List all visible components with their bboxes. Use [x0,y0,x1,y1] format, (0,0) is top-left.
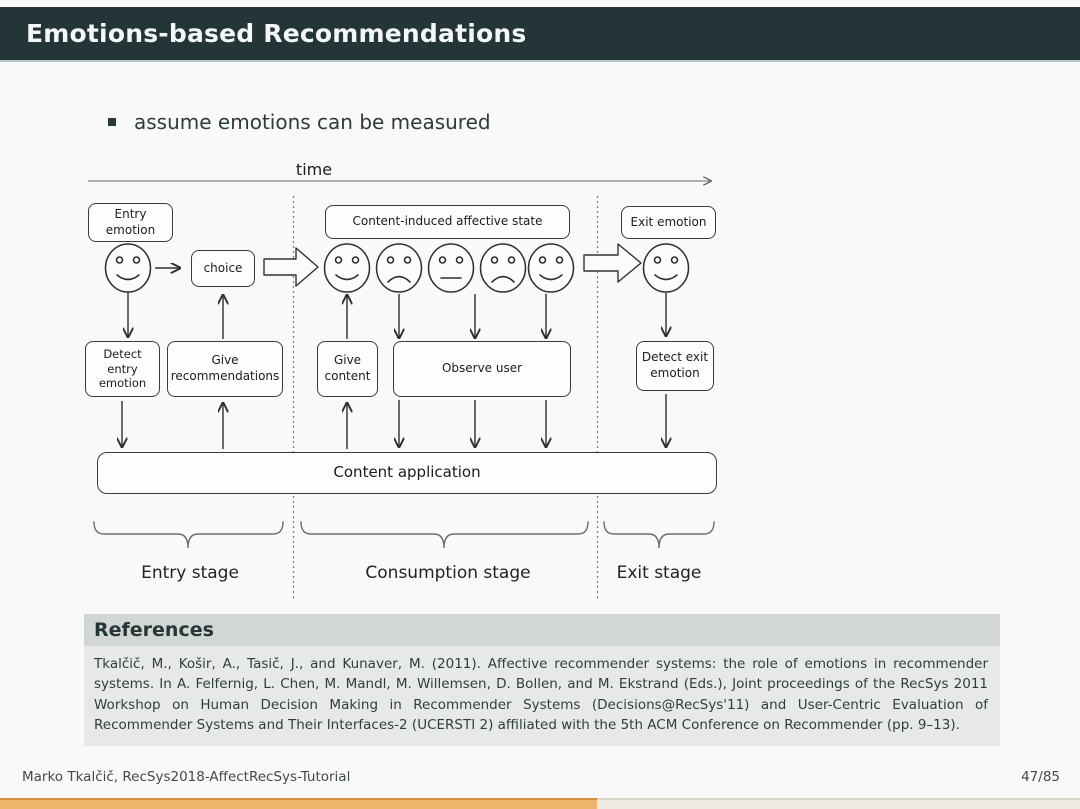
affective-state-face-5 [527,243,575,293]
references-block: References Tkalčič, M., Košir, A., Tasič… [84,614,1000,746]
affective-state-face-1 [323,243,371,293]
exit-emotion-box: Exit emotion [621,206,716,239]
bullet-icon [108,118,116,126]
references-text: Tkalčič, M., Košir, A., Tasič, J., and K… [84,646,1000,746]
exit-emotion-face [642,243,690,293]
entry-stage-brace [93,521,284,549]
block-arrow-consumption-to-exit [583,243,642,283]
affective-state-face-2 [375,243,423,293]
consumption-stage-brace [300,521,589,549]
affective-state-face-4 [479,243,527,293]
entry-stage-label: Entry stage [141,563,239,583]
exit-stage-brace [603,521,715,549]
detect-entry-emotion-box: Detect entry emotion [85,341,160,397]
affective-state-face-3 [427,243,475,293]
slide-progress-bar [0,798,1080,809]
page-title: Emotions-based Recommendations [26,19,527,48]
block-arrow-entry-to-consumption [263,247,319,287]
bullet-item: assume emotions can be measured [108,110,491,134]
entry-emotion-face [104,243,152,293]
consumption-stage-label: Consumption stage [365,563,531,583]
content-induced-affective-state-box: Content-induced affective state [325,205,570,239]
give-content-box: Give content [317,341,378,397]
footer-author: Marko Tkalčič, RecSys2018-AffectRecSys-T… [22,769,351,785]
time-label: time [295,160,333,179]
references-title: References [84,614,1000,646]
slide-progress-fill [0,798,598,809]
content-application-box: Content application [97,452,717,494]
entry-emotion-box: Entry emotion [88,203,173,242]
slide-header: Emotions-based Recommendations [0,7,1080,62]
detect-exit-emotion-box: Detect exit emotion [636,341,714,391]
observe-user-box: Observe user [393,341,571,397]
exit-stage-label: Exit stage [616,563,702,583]
bullet-text: assume emotions can be measured [134,110,491,134]
footer-page-number: 47/85 [1021,769,1060,785]
give-recommendations-box: Give recommendations [167,341,283,397]
choice-box: choice [191,250,255,287]
